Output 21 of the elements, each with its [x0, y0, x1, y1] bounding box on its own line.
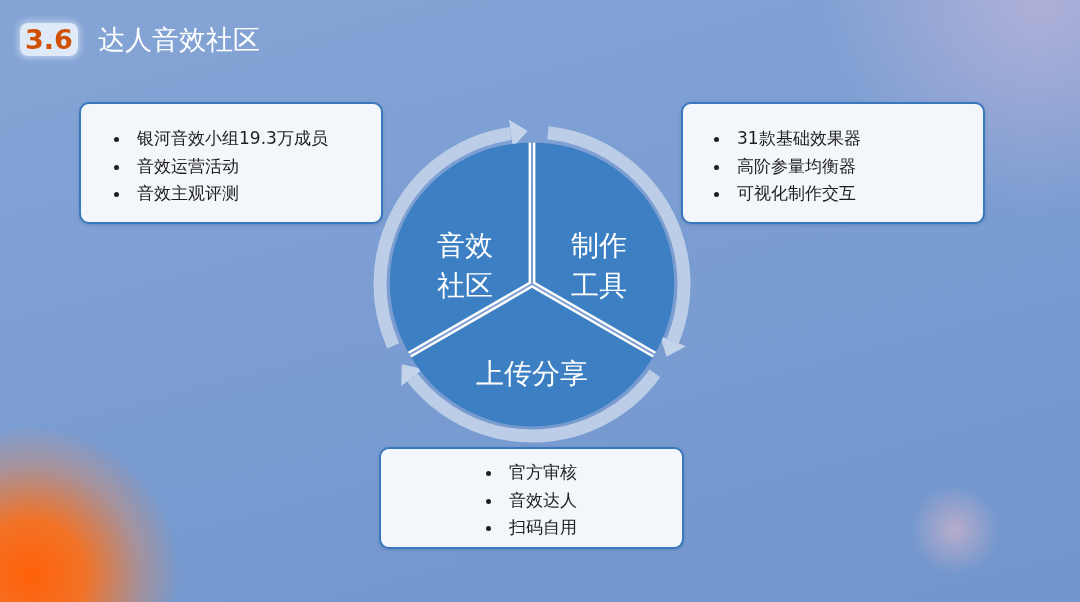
bullet-item: 31款基础效果器 — [714, 125, 861, 153]
segment-label: 制作工具 — [569, 227, 628, 304]
cycle-arrow — [400, 364, 660, 443]
text-card — [79, 102, 383, 224]
bullet-item: 扫码自用 — [486, 514, 577, 542]
cycle-arrow — [373, 119, 528, 349]
cycle-segment — [533, 141, 676, 354]
bullet-item: 银河音效小组19.3万成员 — [114, 125, 328, 153]
cycle-arrow — [546, 126, 691, 358]
slide-title: 3.6 达人音效社区 — [20, 20, 261, 60]
text-card — [681, 102, 985, 224]
bullet-item: 音效主观评测 — [114, 180, 328, 208]
text-card — [379, 447, 684, 549]
bullet-item: 可视化制作交互 — [714, 180, 861, 208]
segment-label: 音效社区 — [436, 227, 495, 304]
bullet-item: 音效达人 — [486, 486, 577, 514]
segment-label: 上传分享 — [475, 356, 589, 392]
bullet-item: 音效运营活动 — [114, 152, 328, 180]
bullet-item: 官方审核 — [486, 459, 577, 487]
cycle-segment — [388, 141, 531, 354]
bullet-item: 高阶参量均衡器 — [714, 152, 861, 180]
